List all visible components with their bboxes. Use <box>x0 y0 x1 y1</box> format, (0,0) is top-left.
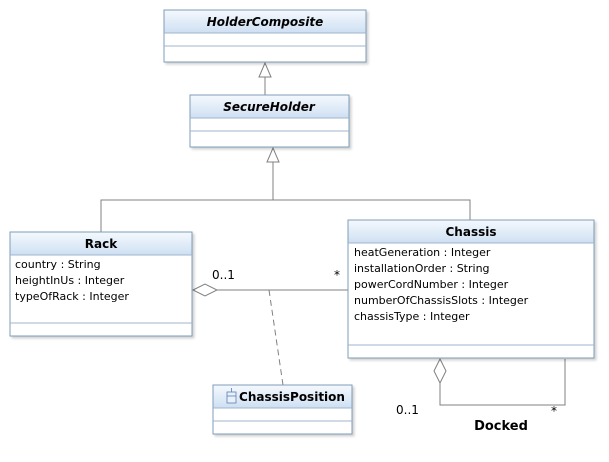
class-holdercomposite-title: HolderComposite <box>207 15 324 29</box>
class-secureholder[interactable] <box>189 94 350 148</box>
class-chassis[interactable] <box>347 219 595 359</box>
aggregation-diamond-docked <box>433 357 447 385</box>
multiplicity-rack-end: 0..1 <box>212 268 235 282</box>
association-docked[interactable] <box>439 359 566 406</box>
chassis-attribute: numberOfChassisSlots : Integer <box>354 294 529 307</box>
generalization-arrowhead-secureholder <box>266 146 280 163</box>
connectors <box>100 61 566 406</box>
association-class-icon <box>226 388 237 404</box>
association-class-link[interactable] <box>268 289 284 386</box>
aggregation-diamond-rack <box>191 283 219 297</box>
rack-attribute: typeOfRack : Integer <box>15 290 129 303</box>
class-chassisposition-title: ChassisPosition <box>239 390 345 404</box>
generalization-branch-rack[interactable] <box>100 199 273 232</box>
generalization-arrowhead-holdercomposite <box>258 61 272 78</box>
generalization-branch-chassis[interactable] <box>273 199 471 220</box>
association-name-docked: Docked <box>474 419 528 434</box>
rack-attribute: country : String <box>15 258 101 271</box>
class-secureholder-title: SecureHolder <box>223 100 316 114</box>
rack-attribute: heightInUs : Integer <box>15 274 125 287</box>
multiplicity-docked-part: * <box>551 404 557 418</box>
chassis-attribute: installationOrder : String <box>354 262 490 275</box>
multiplicity-docked-aggregate: 0..1 <box>396 403 419 417</box>
class-holdercomposite[interactable] <box>163 9 367 63</box>
chassis-attribute: chassisType : Integer <box>354 310 470 323</box>
class-rack-title: Rack <box>85 237 118 251</box>
multiplicity-chassis-end: * <box>334 268 340 282</box>
chassis-attribute: heatGeneration : Integer <box>354 246 491 259</box>
class-chassis-title: Chassis <box>446 225 497 239</box>
class-rack[interactable] <box>9 231 193 337</box>
chassis-attribute: powerCordNumber : Integer <box>354 278 509 291</box>
